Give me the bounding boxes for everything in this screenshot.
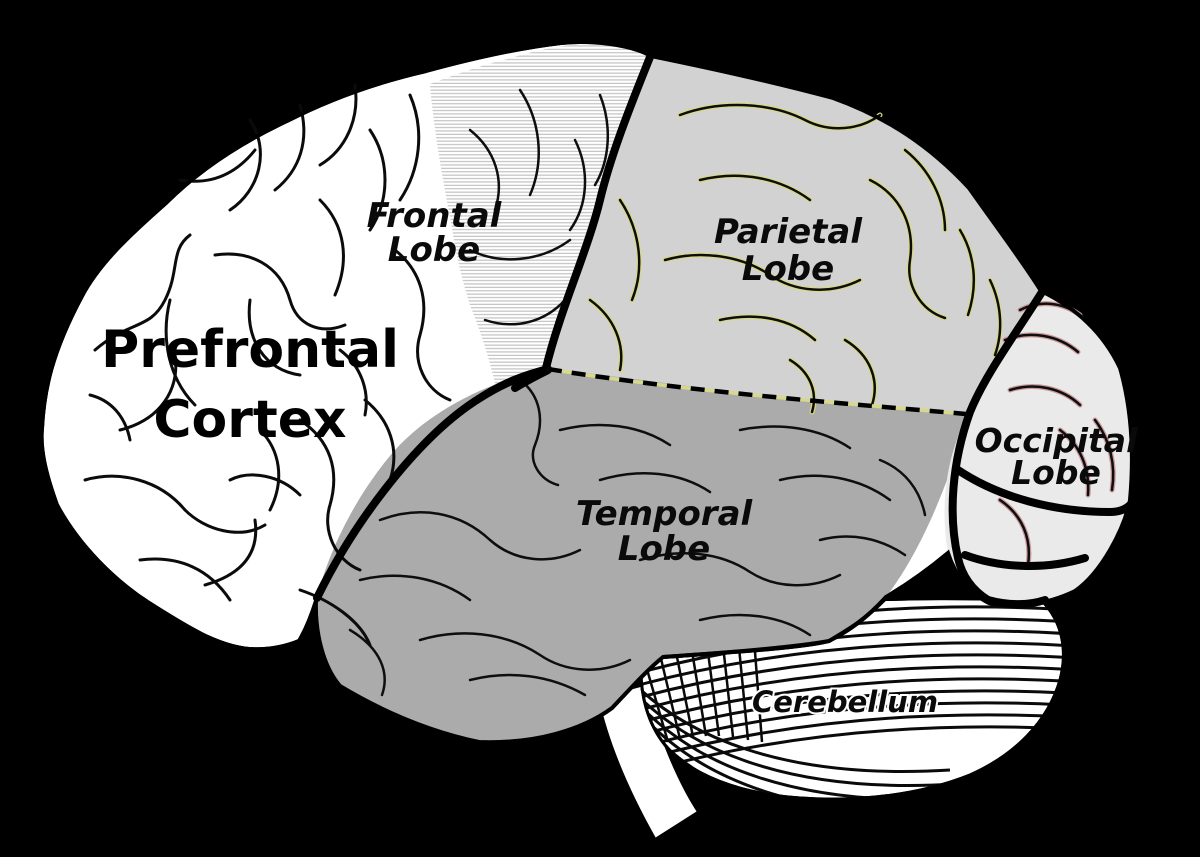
temporal-lobe-label-line2: Lobe bbox=[618, 529, 710, 569]
occipital-thick-sulcus-2 bbox=[961, 551, 1089, 570]
temporal-sulci bbox=[348, 423, 927, 697]
parietal-lobe-label-line1: Parietal bbox=[714, 212, 863, 252]
occipital-thick-sulcus-1 bbox=[954, 466, 1134, 517]
prefrontal-sulci bbox=[83, 83, 452, 647]
temporal-lobe-label-line1: Temporal bbox=[576, 494, 754, 534]
frontal-sulci bbox=[468, 88, 609, 487]
occipital-lobe-label-line2: Lobe bbox=[1011, 453, 1101, 492]
frontal-lobe-label-line2: Lobe bbox=[388, 230, 480, 270]
central-sulcus-line bbox=[542, 53, 654, 372]
temporal-lobe-region bbox=[315, 368, 966, 743]
parietal-lobe-label-line2: Lobe bbox=[742, 249, 834, 289]
frontal-lobe-label-line1: Frontal bbox=[367, 196, 503, 236]
parietal-lobe-region bbox=[547, 56, 1041, 413]
labels: Prefrontal Cortex Frontal Lobe Parietal … bbox=[101, 196, 1138, 721]
prefrontal-cortex-label-line1: Prefrontal bbox=[101, 320, 399, 380]
lateral-fissure-knob bbox=[511, 366, 552, 392]
parietal-temporal-dashed-line bbox=[547, 366, 967, 417]
cerebrum-outline-stroke bbox=[39, 40, 1134, 745]
prefrontal-cortex-label-line2: Cortex bbox=[153, 390, 346, 450]
lateral-fissure-line bbox=[313, 365, 552, 602]
cerebellum-label: Cerebellum bbox=[752, 685, 938, 719]
occipital-boundary-line bbox=[948, 288, 1046, 604]
occipital-lobe-label-line1: Occipital bbox=[975, 421, 1138, 460]
